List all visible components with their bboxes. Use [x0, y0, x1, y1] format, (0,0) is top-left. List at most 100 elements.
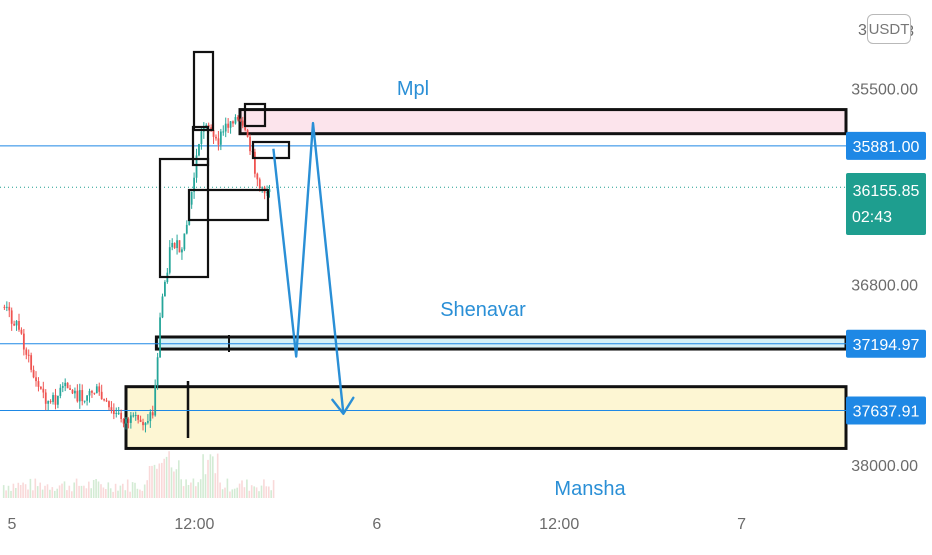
- volume-bar: [126, 479, 129, 498]
- volume-bar: [75, 478, 78, 498]
- volume-bar: [153, 464, 156, 498]
- volume-bar: [19, 485, 22, 498]
- volume-bar: [231, 489, 234, 498]
- volume-bar: [151, 465, 153, 498]
- candle-body: [27, 354, 30, 356]
- currency-selector[interactable]: USDT: [867, 14, 911, 44]
- volume-bar: [58, 485, 61, 498]
- candle-body: [81, 390, 84, 402]
- volume-bar: [51, 487, 54, 498]
- volume-bar: [83, 485, 85, 498]
- volume-bar: [12, 483, 15, 498]
- y-tick-label: 35500.00: [851, 82, 918, 99]
- price-tag-label: 35881.00: [853, 139, 920, 156]
- candle-body: [44, 392, 47, 404]
- volume-bar: [129, 491, 131, 498]
- candle-body: [47, 401, 50, 404]
- x-tick-label: 12:00: [174, 516, 214, 533]
- x-tick-label: 6: [372, 516, 381, 533]
- candle-body: [234, 117, 237, 124]
- volume-bar: [90, 488, 92, 498]
- candle-body: [52, 395, 54, 402]
- volume-bar: [80, 485, 83, 498]
- candle-body: [39, 386, 42, 389]
- candle-body: [178, 240, 181, 253]
- candle-body: [91, 390, 93, 393]
- volume-bar: [41, 489, 44, 498]
- candle-body: [241, 120, 244, 126]
- candle-body: [176, 240, 178, 249]
- candle-body: [164, 281, 166, 297]
- candle-body: [181, 249, 183, 253]
- candle-body: [59, 387, 62, 396]
- volume-bar: [22, 482, 24, 498]
- volume-bar: [54, 490, 56, 498]
- candle-body: [83, 400, 86, 402]
- price-layer: [3, 50, 291, 433]
- candle-body: [25, 349, 28, 355]
- volume-bar: [117, 490, 119, 498]
- candle-body: [137, 414, 140, 420]
- candle-body: [249, 136, 251, 152]
- volume-bar: [39, 482, 41, 498]
- candle-body: [173, 242, 176, 249]
- candle-body: [222, 131, 225, 133]
- candle-body: [183, 233, 186, 250]
- candle-body: [110, 407, 113, 411]
- candle-body: [193, 177, 195, 192]
- candle-body: [32, 369, 35, 378]
- volume-bar: [190, 482, 192, 498]
- volume-bar: [185, 479, 187, 498]
- zone-shenavar: [154, 335, 848, 351]
- candle-body: [212, 130, 215, 137]
- candle-body: [20, 329, 23, 334]
- candle-body: [159, 317, 161, 358]
- y-axis: 3335500.0036800.0038000.0035881.0037194.…: [846, 22, 926, 475]
- candle-body: [258, 179, 261, 189]
- candle-body: [154, 385, 157, 416]
- volume-bar: [250, 485, 253, 498]
- volume-bar: [119, 485, 122, 498]
- volume-bar: [163, 458, 165, 498]
- candle-body: [244, 125, 247, 131]
- projection-layer: [272, 121, 355, 415]
- volume-bar: [170, 467, 173, 498]
- candle-body: [95, 386, 98, 394]
- volume-bar: [29, 478, 32, 498]
- x-tick-label: 12:00: [539, 516, 579, 533]
- candle-body: [10, 310, 13, 324]
- volume-bar: [34, 478, 37, 498]
- candle-body: [93, 392, 96, 394]
- volume-bar: [204, 474, 207, 498]
- candle-body: [18, 321, 20, 330]
- bar-countdown-label: 02:43: [852, 209, 892, 226]
- candle-body: [100, 391, 103, 400]
- candle-body: [195, 155, 198, 178]
- candle-body: [66, 382, 69, 389]
- volume-bar: [258, 491, 260, 498]
- volume-bar: [141, 490, 144, 498]
- volume-bar: [178, 460, 180, 498]
- volume-bar: [238, 483, 241, 498]
- volume-bar: [219, 482, 221, 498]
- volume-bar: [165, 456, 168, 498]
- candle-body: [13, 323, 16, 326]
- volume-bar: [180, 479, 182, 498]
- volume-bar: [10, 490, 12, 498]
- candle-body: [98, 386, 101, 392]
- zone-mansha: [124, 385, 848, 450]
- candle-body: [256, 173, 259, 180]
- candle-body: [37, 381, 40, 387]
- volume-bar: [255, 487, 258, 498]
- volume-bar: [197, 482, 199, 498]
- candle-body: [146, 421, 149, 423]
- candle-body: [103, 399, 106, 401]
- candle-body: [57, 395, 59, 405]
- volume-bar: [73, 482, 75, 498]
- volume-bar: [241, 480, 243, 498]
- volume-bar: [5, 490, 7, 498]
- volume-bar: [272, 480, 275, 498]
- candle-body: [61, 386, 64, 388]
- volume-bar: [182, 486, 185, 498]
- candle-body: [120, 412, 123, 419]
